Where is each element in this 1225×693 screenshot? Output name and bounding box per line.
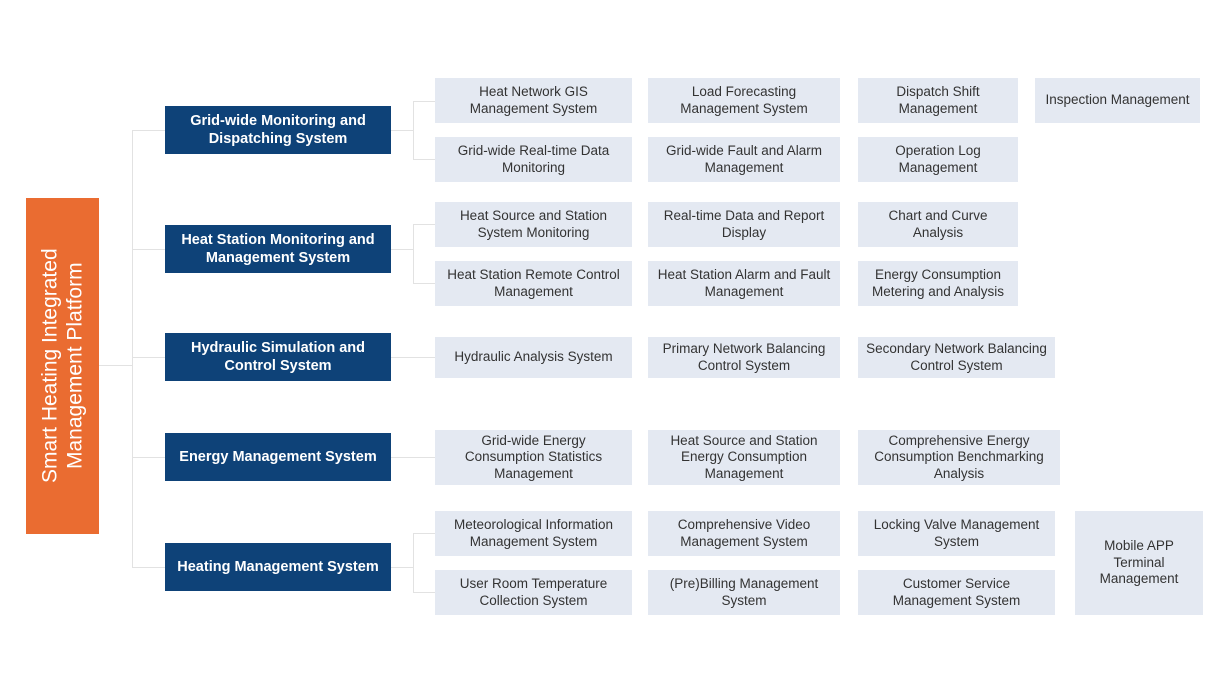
leaf-hydraulic-analysis-system[interactable]: Hydraulic Analysis System — [435, 337, 632, 378]
branch-node-heating-management[interactable]: Heating Management System — [165, 543, 391, 591]
leaf-comprehensive-energy-benchmarking[interactable]: Comprehensive Energy Consumption Benchma… — [858, 430, 1060, 485]
leaf-user-room-temperature[interactable]: User Room Temperature Collection System — [435, 570, 632, 615]
branch-node-hydraulic-simulation[interactable]: Hydraulic Simulation and Control System — [165, 333, 391, 381]
connector-branch-5-child-1 — [413, 533, 435, 534]
leaf-heat-source-station-monitoring[interactable]: Heat Source and Station System Monitorin… — [435, 202, 632, 247]
connector-branch-1-child-2 — [413, 159, 435, 160]
leaf-heat-source-station-energy[interactable]: Heat Source and Station Energy Consumpti… — [648, 430, 840, 485]
leaf-customer-service[interactable]: Customer Service Management System — [858, 570, 1055, 615]
leaf-secondary-network-balancing[interactable]: Secondary Network Balancing Control Syst… — [858, 337, 1055, 378]
leaf-inspection-management[interactable]: Inspection Management — [1035, 78, 1200, 123]
leaf-energy-consumption-metering[interactable]: Energy Consumption Metering and Analysis — [858, 261, 1018, 306]
connector-branch-5-bracket — [413, 533, 414, 592]
connector-trunk — [132, 130, 133, 568]
connector-trunk-to-branch-3 — [132, 357, 165, 358]
leaf-comprehensive-video[interactable]: Comprehensive Video Management System — [648, 511, 840, 556]
connector-branch-5-stem — [391, 567, 413, 568]
leaf-grid-wide-fault-alarm[interactable]: Grid-wide Fault and Alarm Management — [648, 137, 840, 182]
connector-branch-2-stem — [391, 249, 413, 250]
leaf-dispatch-shift[interactable]: Dispatch Shift Management — [858, 78, 1018, 123]
branch-node-grid-wide-monitoring[interactable]: Grid-wide Monitoring and Dispatching Sys… — [165, 106, 391, 154]
connector-branch-3-stem — [391, 357, 435, 358]
leaf-meteorological-information[interactable]: Meteorological Information Management Sy… — [435, 511, 632, 556]
branch-node-energy-management[interactable]: Energy Management System — [165, 433, 391, 481]
connector-trunk-to-branch-1 — [132, 130, 165, 131]
connector-branch-1-bracket — [413, 101, 414, 159]
leaf-primary-network-balancing[interactable]: Primary Network Balancing Control System — [648, 337, 840, 378]
leaf-mobile-app-terminal[interactable]: Mobile APP Terminal Management — [1075, 511, 1203, 615]
connector-branch-1-stem — [391, 130, 413, 131]
leaf-chart-curve-analysis[interactable]: Chart and Curve Analysis — [858, 202, 1018, 247]
leaf-locking-valve[interactable]: Locking Valve Management System — [858, 511, 1055, 556]
connector-branch-2-bracket — [413, 224, 414, 283]
leaf-heat-station-alarm-fault[interactable]: Heat Station Alarm and Fault Management — [648, 261, 840, 306]
connector-trunk-to-branch-2 — [132, 249, 165, 250]
leaf-heat-network-gis[interactable]: Heat Network GIS Management System — [435, 78, 632, 123]
connector-branch-2-child-2 — [413, 283, 435, 284]
connector-branch-1-child-1 — [413, 101, 435, 102]
connector-branch-2-child-1 — [413, 224, 435, 225]
connector-root-stub — [99, 365, 133, 366]
connector-trunk-to-branch-4 — [132, 457, 165, 458]
leaf-pre-billing[interactable]: (Pre)Billing Management System — [648, 570, 840, 615]
root-node[interactable]: Smart Heating Integrated Management Plat… — [26, 198, 99, 534]
branch-node-heat-station-monitoring[interactable]: Heat Station Monitoring and Management S… — [165, 225, 391, 273]
connector-branch-5-child-2 — [413, 592, 435, 593]
connector-branch-4-stem — [391, 457, 435, 458]
leaf-grid-wide-energy-statistics[interactable]: Grid-wide Energy Consumption Statistics … — [435, 430, 632, 485]
leaf-heat-station-remote-control[interactable]: Heat Station Remote Control Management — [435, 261, 632, 306]
connector-trunk-to-branch-5 — [132, 567, 165, 568]
leaf-operation-log[interactable]: Operation Log Management — [858, 137, 1018, 182]
leaf-load-forecasting[interactable]: Load Forecasting Management System — [648, 78, 840, 123]
leaf-realtime-data-report[interactable]: Real-time Data and Report Display — [648, 202, 840, 247]
leaf-grid-wide-realtime-data[interactable]: Grid-wide Real-time Data Monitoring — [435, 137, 632, 182]
